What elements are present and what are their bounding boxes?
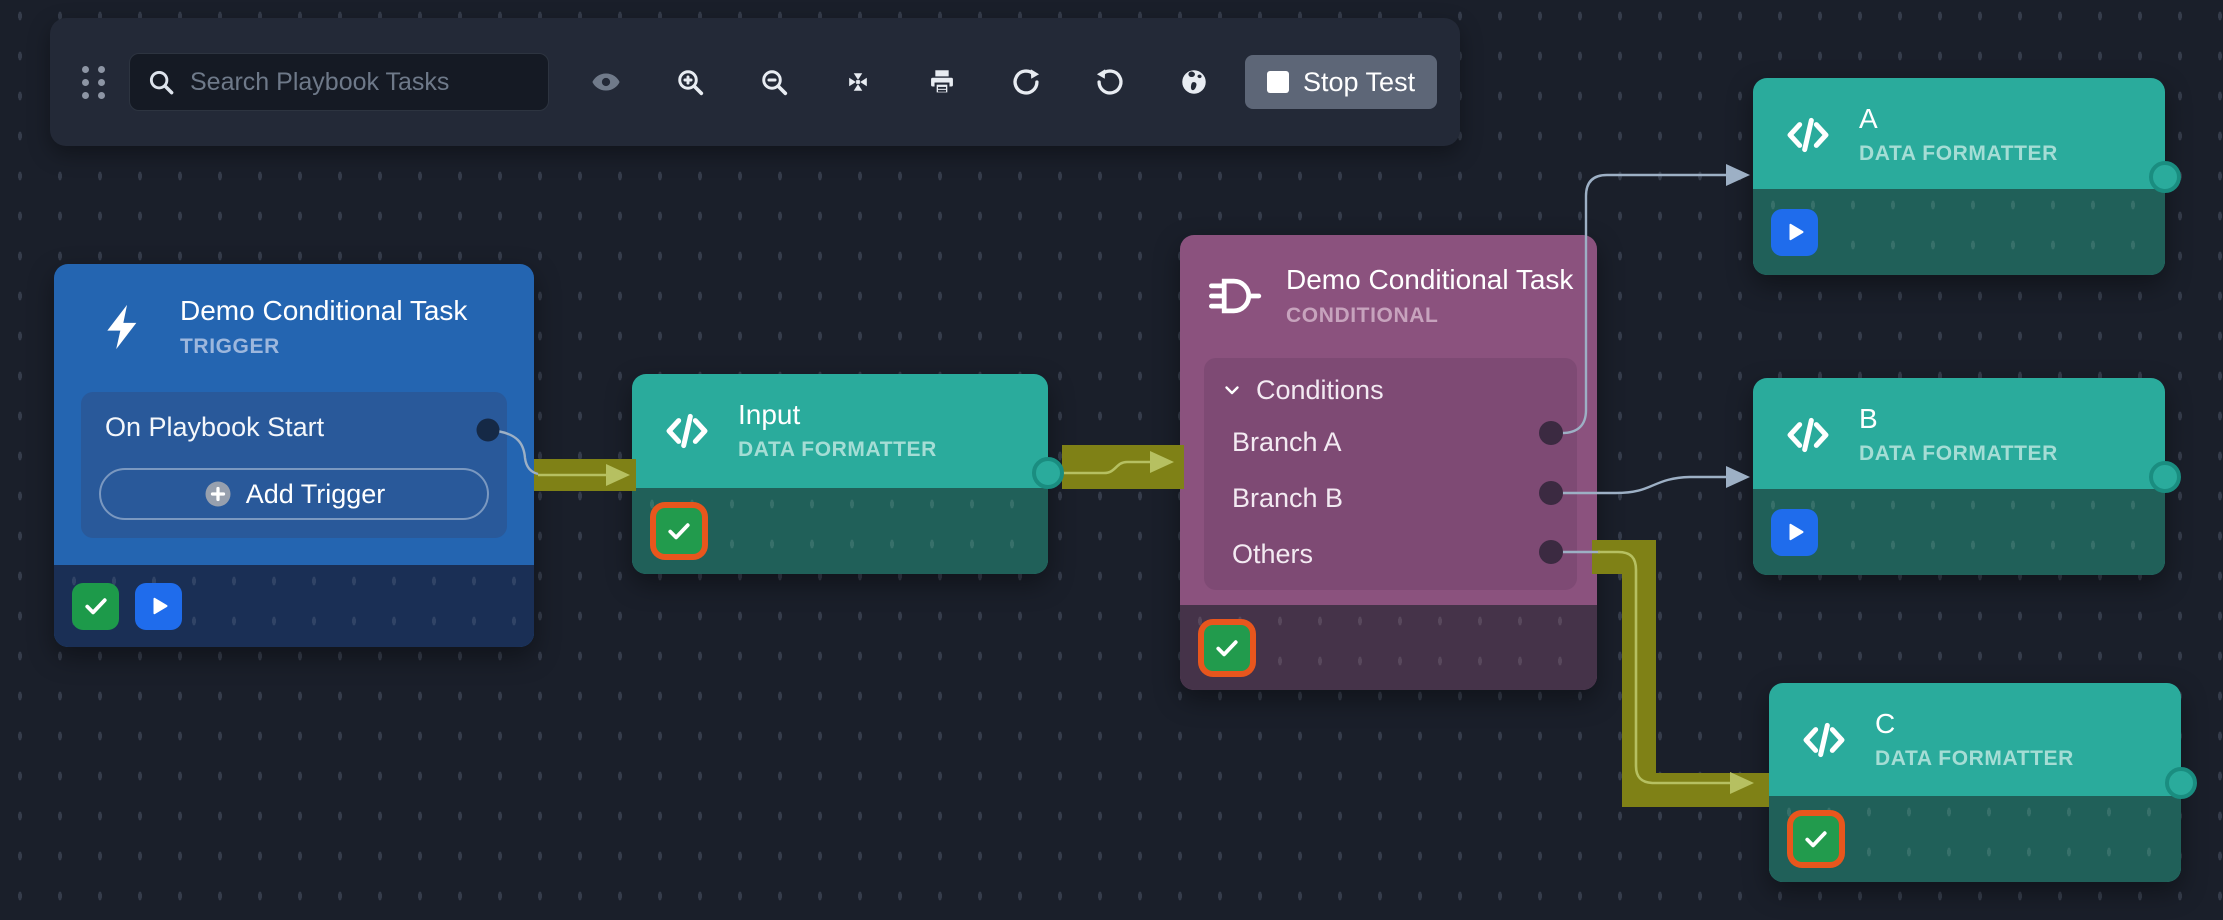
success-check-button-highlighted[interactable] <box>650 502 708 560</box>
trigger-panel: On Playbook Start Add Trigger <box>81 392 507 538</box>
run-button[interactable] <box>1771 508 1818 556</box>
branch-label: Branch A <box>1232 426 1342 457</box>
redo-icon[interactable] <box>1009 65 1043 99</box>
branch-row-b[interactable]: Branch B <box>1204 470 1577 526</box>
zoom-in-icon[interactable] <box>673 65 707 99</box>
node-a-header: A DATA FORMATTER <box>1753 78 2165 191</box>
check-icon <box>668 523 690 540</box>
node-input[interactable]: Input DATA FORMATTER <box>632 374 1048 574</box>
add-trigger-button[interactable]: Add Trigger <box>99 468 489 520</box>
node-b-header: B DATA FORMATTER <box>1753 378 2165 491</box>
print-icon[interactable] <box>925 65 959 99</box>
node-title: C <box>1875 707 1896 739</box>
zoom-out-icon[interactable] <box>757 65 791 99</box>
canvas-toolbar: Stop Test <box>50 18 1460 146</box>
code-icon <box>1799 715 1849 765</box>
conditions-section-toggle[interactable]: Conditions <box>1204 366 1577 414</box>
search-icon <box>146 67 176 97</box>
port-branch-b[interactable] <box>1539 481 1563 505</box>
port-input-output[interactable] <box>1032 457 1064 489</box>
play-icon <box>1789 523 1803 541</box>
search-box[interactable] <box>129 53 549 111</box>
node-type-label: TRIGGER <box>180 334 280 358</box>
branch-label: Others <box>1232 538 1314 569</box>
branch-row-a[interactable]: Branch A <box>1204 414 1577 470</box>
play-icon <box>1789 223 1803 241</box>
executed-band-others-c <box>1592 540 1769 807</box>
fit-view-icon[interactable] <box>841 65 875 99</box>
node-trigger-footer <box>54 565 534 647</box>
node-b[interactable]: B DATA FORMATTER <box>1753 378 2165 575</box>
port-others[interactable] <box>1539 540 1563 564</box>
code-icon <box>1783 110 1833 160</box>
node-type-label: DATA FORMATTER <box>1875 747 2074 771</box>
undo-icon[interactable] <box>1093 65 1127 99</box>
check-icon <box>1216 639 1238 656</box>
branch-label: Branch B <box>1232 482 1344 513</box>
node-b-footer <box>1753 489 2165 575</box>
search-input[interactable] <box>188 66 532 98</box>
node-input-header: Input DATA FORMATTER <box>632 374 1048 487</box>
play-icon <box>153 597 167 615</box>
logic-gate-icon <box>1208 269 1262 323</box>
run-button[interactable] <box>135 582 182 630</box>
node-title: A <box>1859 102 1878 134</box>
port-b-output[interactable] <box>2149 461 2181 493</box>
check-icon <box>84 598 107 615</box>
plus-circle-icon <box>203 479 233 509</box>
node-type-label: CONDITIONAL <box>1286 303 1439 327</box>
node-c-header: C DATA FORMATTER <box>1769 683 2181 796</box>
node-a-footer <box>1753 189 2165 275</box>
node-c-footer <box>1769 796 2181 882</box>
port-c-output[interactable] <box>2165 767 2197 799</box>
branch-row-others[interactable]: Others <box>1204 526 1577 582</box>
node-conditional-header: Demo Conditional Task CONDITIONAL <box>1180 235 1597 357</box>
node-trigger-header: Demo Conditional Task TRIGGER <box>54 264 534 390</box>
success-check-button-highlighted[interactable] <box>1198 618 1256 677</box>
node-conditional-footer <box>1180 605 1597 690</box>
code-icon <box>662 406 712 456</box>
stop-test-button[interactable]: Stop Test <box>1245 55 1438 109</box>
node-a[interactable]: A DATA FORMATTER <box>1753 78 2165 275</box>
conditions-label: Conditions <box>1256 374 1384 405</box>
success-check-button-highlighted[interactable] <box>1787 810 1845 868</box>
lightning-icon <box>98 301 150 353</box>
node-type-label: DATA FORMATTER <box>1859 142 2058 166</box>
port-a-output[interactable] <box>2149 161 2181 193</box>
check-icon <box>1805 831 1827 848</box>
chevron-down-icon <box>1220 378 1244 402</box>
visibility-icon[interactable] <box>589 65 623 99</box>
node-title: Demo Conditional Task <box>1286 264 1574 296</box>
node-type-label: DATA FORMATTER <box>738 438 937 462</box>
globe-icon[interactable] <box>1177 65 1211 99</box>
node-conditional[interactable]: Demo Conditional Task CONDITIONAL Condit… <box>1180 235 1597 690</box>
add-trigger-label: Add Trigger <box>245 478 386 509</box>
node-trigger[interactable]: Demo Conditional Task TRIGGER On Playboo… <box>54 264 534 647</box>
node-c[interactable]: C DATA FORMATTER <box>1769 683 2181 882</box>
drag-handle-icon[interactable] <box>82 65 105 99</box>
node-title: B <box>1859 402 1878 434</box>
run-button[interactable] <box>1771 208 1818 256</box>
port-branch-a[interactable] <box>1539 421 1563 445</box>
node-input-footer <box>632 488 1048 574</box>
conditions-panel: Conditions Branch A Branch B Others <box>1204 358 1577 590</box>
success-check-button[interactable] <box>72 582 119 630</box>
stop-test-label: Stop Test <box>1303 66 1416 97</box>
node-title: Demo Conditional Task <box>180 295 468 327</box>
node-type-label: DATA FORMATTER <box>1859 442 2058 466</box>
stop-icon <box>1267 71 1289 93</box>
port-trigger-output[interactable] <box>476 418 500 442</box>
code-icon <box>1783 410 1833 460</box>
trigger-event-label: On Playbook Start <box>105 412 325 442</box>
node-title: Input <box>738 398 801 430</box>
